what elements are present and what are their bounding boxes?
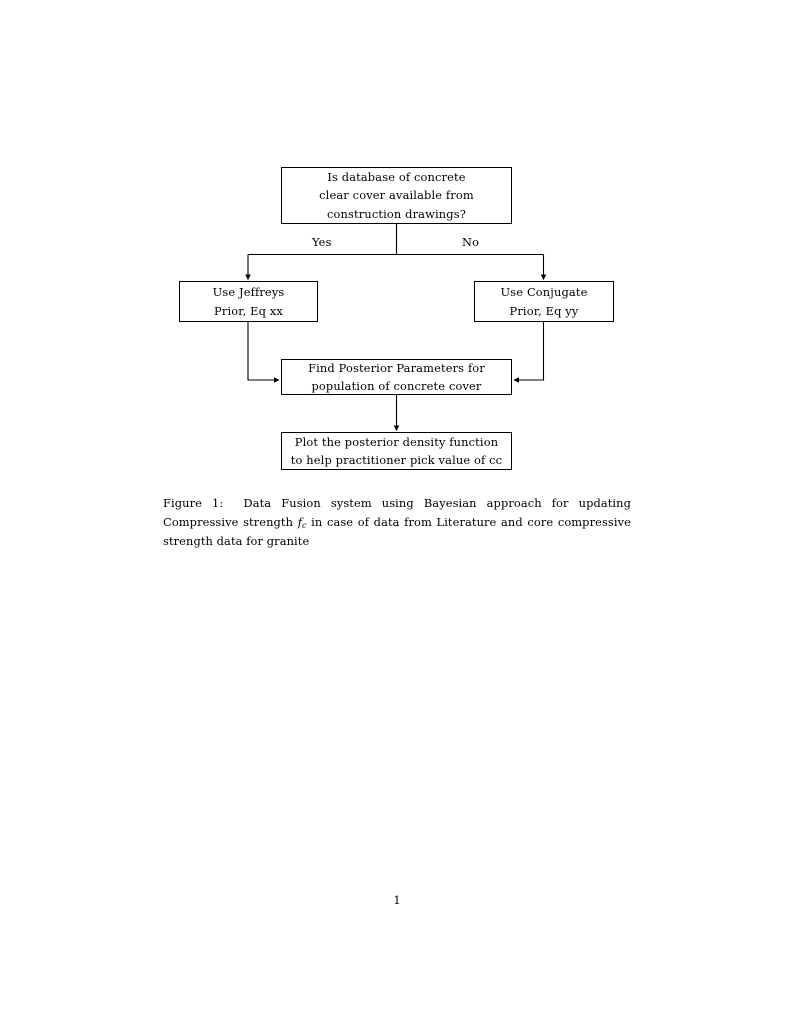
edge-conjugate-to-posterior	[513, 322, 545, 383]
edge-label-yes: Yes	[309, 236, 335, 249]
flow-node-conjugate-prior[interactable]: Use Conjugate Prior, Eq yy	[474, 281, 614, 322]
flow-node-jeffreys-line-1: Use Jeffreys	[212, 285, 285, 300]
flowchart-connectors	[245, 224, 547, 432]
figure-caption-label: Figure 1:	[163, 496, 224, 510]
flow-node-jeffreys-line-2: Prior, Eq xx	[214, 303, 283, 318]
flow-node-decision-line-3: construction drawings?	[327, 206, 466, 221]
flow-node-plot-line-1: Plot the posterior density function	[294, 434, 499, 449]
flow-node-posterior-line-1: Find Posterior Parameters for	[308, 360, 485, 375]
flow-node-posterior-line-2: population of concrete cover	[311, 379, 482, 393]
figure-caption-math-subscript: c	[302, 520, 307, 530]
flow-node-conjugate-line-1: Use Conjugate	[500, 285, 588, 300]
flow-node-jeffreys-prior[interactable]: Use Jeffreys Prior, Eq xx	[179, 281, 318, 322]
figure-caption: Figure 1: Data Fusion system using Bayes…	[163, 494, 631, 551]
figure-caption-part1: Data Fusion system using Bayesian approa…	[163, 496, 631, 529]
flow-node-decision-line-1: Is database of concrete	[327, 169, 466, 184]
figure-caption-math-base: f	[297, 514, 303, 529]
flow-node-plot-line-2: to help practitioner pick value of cc	[290, 453, 503, 467]
flow-node-conjugate-line-2: Prior, Eq yy	[509, 303, 579, 318]
edge-label-no: No	[459, 236, 483, 249]
flow-node-decision-line-2: clear cover available from	[319, 188, 474, 203]
figure-1: Is database of concrete clear cover avai…	[0, 0, 794, 548]
figure-caption-part2: in case of data from Literature and core…	[163, 514, 631, 548]
flow-node-plot-posterior-density[interactable]: Plot the posterior density function to h…	[281, 432, 512, 470]
flow-node-decision[interactable]: Is database of concrete clear cover avai…	[281, 167, 512, 224]
flow-node-find-posterior-parameters[interactable]: Find Posterior Parameters for population…	[281, 359, 512, 395]
edge-jeffreys-to-posterior	[247, 322, 280, 383]
page-number: 1	[393, 893, 401, 907]
